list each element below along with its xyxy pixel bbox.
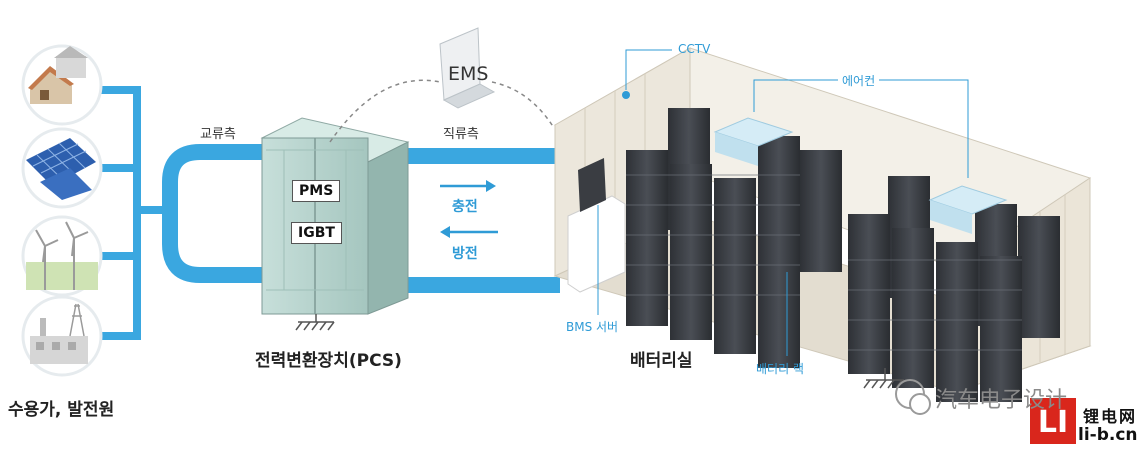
ac-side-label: 교류측	[200, 127, 236, 142]
aircon-label: 에어컨	[838, 72, 880, 89]
ems-monitor-icon	[439, 27, 496, 109]
dc-side-label: 직류측	[443, 127, 479, 142]
pcs-cabinet	[260, 117, 410, 315]
watermark-site-name: 锂电网	[1083, 407, 1138, 426]
discharge-label: 방전	[452, 246, 478, 262]
watermark-text: 汽车电子设计	[935, 388, 1068, 413]
consumers-caption: 수용가, 발전원	[8, 400, 115, 420]
ac-loop	[162, 144, 268, 283]
igbt-tag: IGBT	[291, 222, 342, 244]
source-bus	[101, 86, 170, 340]
battery-rack-label: 배터리 랙	[756, 362, 804, 376]
battery-room-caption: 배터리실	[630, 351, 693, 371]
watermark-site-url: li-b.cn	[1078, 425, 1138, 445]
svg-text:LI: LI	[1038, 405, 1068, 440]
libcn-logo-mark: LI	[1030, 398, 1076, 444]
bms-server-label: BMS 서버	[566, 320, 619, 334]
cctv-label: CCTV	[678, 42, 711, 56]
pms-tag: PMS	[292, 180, 341, 202]
wechat-logo-icon	[895, 379, 931, 415]
dc-lines	[398, 148, 560, 293]
charge-arrow-icon	[440, 180, 496, 192]
cctv-camera-icon	[622, 91, 630, 99]
wind-turbine-icon	[21, 215, 103, 297]
solar-panel-icon	[21, 127, 103, 209]
battery-racks-front	[626, 150, 1022, 402]
ems-label: EMS	[448, 63, 489, 85]
discharge-arrow-icon	[440, 226, 498, 238]
pcs-caption: 전력변환장치(PCS)	[255, 351, 402, 371]
power-plant-icon	[21, 295, 103, 377]
container-ground-icon	[863, 368, 904, 389]
pcs-ground-icon	[295, 314, 335, 331]
charge-label: 충전	[452, 199, 478, 215]
ems-link-dashed	[329, 79, 555, 143]
house-icon	[21, 44, 103, 126]
